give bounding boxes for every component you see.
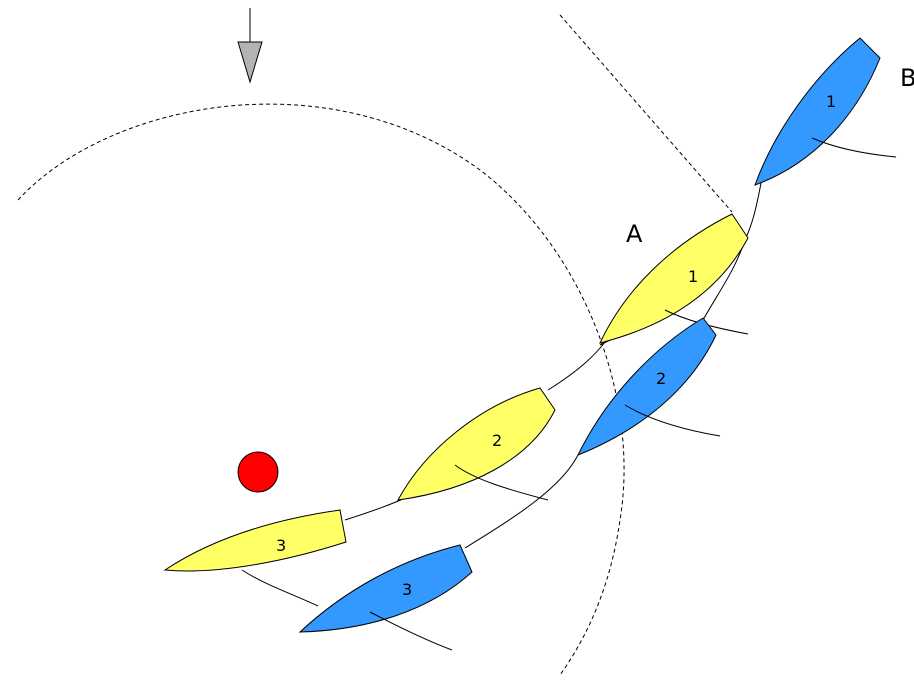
boat-a-3: 3 (163, 509, 347, 607)
boat-a-2: 2 (397, 387, 556, 501)
dashed-line (559, 14, 733, 213)
boat-a-2-number: 2 (492, 431, 502, 450)
boat-b-3-number: 3 (402, 580, 412, 599)
boat-b-3: 3 (298, 544, 473, 651)
boat-a-3-number: 3 (276, 536, 286, 555)
boat-b-label: B (900, 64, 914, 92)
boat-b-1: 1 (754, 37, 897, 186)
boat-b-2-number: 2 (656, 369, 666, 388)
boat-b-1-number: 1 (826, 92, 836, 111)
boat-a-1: 1 (599, 213, 749, 344)
boat-a-label: A (626, 220, 643, 248)
boat-b-2: 2 (576, 317, 721, 456)
wind-arrow-icon (237, 8, 263, 84)
wind-arrowhead (237, 41, 263, 84)
boat-a-1-number: 1 (688, 267, 698, 286)
red-mark-circle (237, 451, 279, 493)
zone-circle (17, 103, 625, 676)
